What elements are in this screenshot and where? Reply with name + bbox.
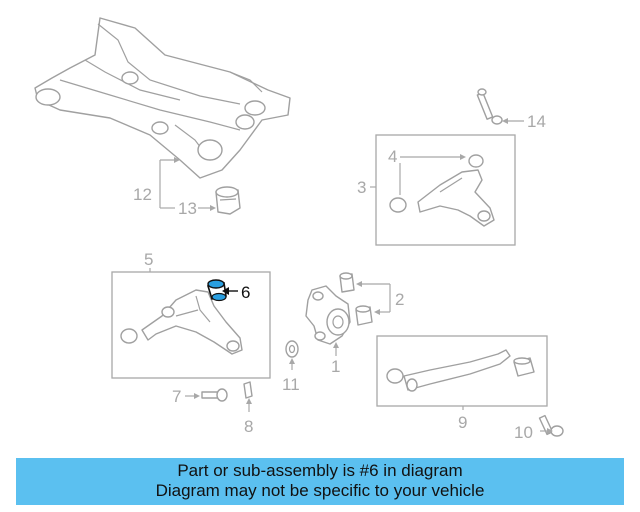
lower-arm-box (111, 271, 271, 379)
info-banner: Part or sub-assembly is #6 in diagram Di… (16, 458, 624, 505)
bushing-13-illustration (215, 186, 241, 215)
callout-12: 12 (133, 185, 152, 204)
callout-11: 11 (282, 375, 300, 394)
bolt-10-illustration (538, 414, 564, 437)
callout-5: 5 (144, 250, 153, 269)
callout-7: 7 (172, 387, 181, 406)
bolt-7-illustration (201, 388, 228, 402)
callout-6: 6 (241, 283, 250, 302)
callout-1: 1 (331, 357, 340, 376)
washer-11-illustration (285, 340, 299, 358)
lateral-link-illustration (386, 349, 535, 392)
lower-arm-illustration (120, 289, 243, 355)
callout-13: 13 (178, 199, 197, 218)
callout-14: 14 (527, 112, 546, 131)
bushing-2-illustration (339, 272, 373, 326)
nut-8-illustration (243, 381, 253, 399)
upper-arm-illustration (389, 154, 495, 227)
upper-arm-box (375, 134, 516, 246)
bolt-14-illustration (476, 88, 503, 125)
callout-3: 3 (357, 178, 366, 197)
callout-8: 8 (244, 417, 253, 436)
parts-diagram: 12 13 14 3 4 5 6 7 (34, 17, 564, 442)
callout-9: 9 (458, 413, 467, 432)
knuckle-1-illustration (305, 285, 351, 345)
subframe-illustration (34, 17, 291, 179)
callout-10: 10 (514, 423, 533, 442)
bushing-6-illustration (206, 279, 227, 302)
lateral-link-box (376, 335, 548, 407)
banner-line-2: Diagram may not be specific to your vehi… (155, 481, 485, 500)
callout-2: 2 (395, 290, 404, 309)
callout-4: 4 (388, 147, 397, 166)
banner-line-1: Part or sub-assembly is #6 in diagram (177, 461, 463, 480)
